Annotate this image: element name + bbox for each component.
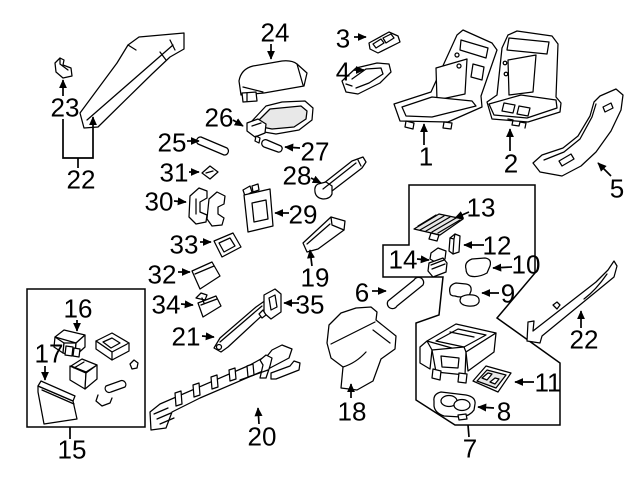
part-29-bracket[interactable]: [242, 183, 274, 233]
callout-label-5-4[interactable]: 5: [610, 173, 624, 203]
part-15-frame[interactable]: [95, 332, 130, 361]
part-13-mat[interactable]: [413, 213, 464, 242]
callout-label-9-8[interactable]: 9: [501, 278, 515, 308]
part-23-clip[interactable]: [54, 57, 73, 79]
callout-label-33-33[interactable]: 33: [170, 229, 199, 259]
callout-leader-20: [254, 407, 263, 425]
part-31-clip[interactable]: [201, 165, 219, 180]
part-15-deep-bin[interactable]: [69, 358, 98, 390]
part-34-bracket[interactable]: [195, 292, 222, 318]
callout-label-20-19[interactable]: 20: [248, 421, 277, 451]
part-11-mat[interactable]: [472, 365, 512, 393]
part-25-pin[interactable]: [196, 136, 229, 156]
part-2-console-frame[interactable]: [486, 30, 562, 129]
callout-label-23-23[interactable]: 23: [51, 92, 80, 122]
part-28-rail[interactable]: [314, 156, 367, 200]
callout-label-21-20[interactable]: 21: [172, 321, 201, 351]
part-26-armrest-tray[interactable]: [246, 100, 314, 144]
callout-label-16-15[interactable]: 16: [64, 293, 93, 323]
part-5-side-trim[interactable]: [532, 88, 624, 177]
callout-label-11-10[interactable]: 11: [535, 367, 562, 397]
callout-label-17-16[interactable]: 17: [35, 338, 64, 368]
callout-leader-7: [467, 424, 470, 438]
callout-label-30-30[interactable]: 30: [145, 186, 174, 216]
callout-label-14-13[interactable]: 14: [389, 244, 418, 274]
callout-label-27-27[interactable]: 27: [301, 136, 330, 166]
part-8-cupholder-insert[interactable]: [433, 391, 476, 421]
part-21-sill-strip[interactable]: [213, 299, 271, 353]
part-27-pin[interactable]: [261, 139, 283, 153]
part-3-vent[interactable]: [368, 31, 401, 54]
callout-label-26-26[interactable]: 26: [205, 102, 234, 132]
callout-label-4-3[interactable]: 4: [336, 56, 350, 86]
callout-label-18-17[interactable]: 18: [338, 396, 367, 426]
callout-leader-5: [597, 162, 612, 177]
callout-label-3-2[interactable]: 3: [336, 23, 350, 53]
callout-label-13-12[interactable]: 13: [467, 192, 496, 222]
callout-label-6-5[interactable]: 6: [355, 277, 369, 307]
callout-label-2-1[interactable]: 2: [504, 148, 518, 178]
callout-label-19-18[interactable]: 19: [301, 262, 330, 292]
part-22-left-sill-trim[interactable]: [79, 32, 185, 129]
part-10-pad[interactable]: [465, 257, 492, 278]
part-22-right-sill-trim[interactable]: [526, 260, 618, 344]
part-15-damper[interactable]: [104, 379, 127, 394]
callout-leader-10: [492, 263, 513, 272]
callout-label-8-7[interactable]: 8: [497, 396, 511, 426]
callout-leader-28: [310, 175, 322, 184]
callout-leader-19: [307, 249, 315, 267]
callout-leader-8: [477, 403, 495, 412]
callout-label-10-9[interactable]: 10: [512, 249, 541, 279]
callout-leader-26: [232, 118, 244, 127]
callout-leader-34: [180, 300, 194, 309]
part-33-vent-frame[interactable]: [213, 232, 242, 258]
callout-label-15-14[interactable]: 15: [58, 434, 87, 464]
callout-leader-14: [416, 255, 430, 264]
part-15-clip[interactable]: [129, 359, 139, 370]
callout-leader-13: [454, 211, 470, 219]
callout-label-31-31[interactable]: 31: [160, 157, 189, 187]
part-17-lid[interactable]: [37, 380, 78, 425]
part-18-console-cover[interactable]: [326, 306, 397, 391]
part-20-floor-bracket[interactable]: [149, 344, 301, 431]
callout-label-22-22[interactable]: 22: [570, 324, 599, 354]
callout-label-7-6[interactable]: 7: [463, 433, 477, 463]
part-32-panel[interactable]: [191, 261, 221, 290]
callout-label-35-35[interactable]: 35: [296, 289, 325, 319]
callout-label-29-29[interactable]: 29: [289, 199, 318, 229]
part-15-hook[interactable]: [95, 394, 113, 407]
callout-label-12-11[interactable]: 12: [483, 230, 512, 260]
group-box-7: [382, 184, 561, 426]
callout-leader-27: [284, 143, 301, 152]
part-16-bin[interactable]: [53, 329, 86, 358]
part-14-connector[interactable]: [427, 247, 448, 278]
callout-label-32-32[interactable]: 32: [148, 259, 177, 289]
part-35-bracket[interactable]: [258, 288, 282, 320]
callout-label-28-28[interactable]: 28: [283, 160, 312, 190]
part-9-mat[interactable]: [449, 282, 480, 307]
callout-label-1-0[interactable]: 1: [419, 141, 433, 171]
callout-label-25-25[interactable]: 25: [158, 127, 187, 157]
part-19-tray[interactable]: [302, 216, 346, 253]
callout-label-34-34[interactable]: 34: [152, 289, 181, 319]
callout-leader-30: [173, 197, 187, 206]
part-30-bracket[interactable]: [188, 187, 226, 227]
group-box-15: [26, 288, 146, 428]
part-1-console-frame[interactable]: [393, 29, 498, 130]
part-7-cupholder-housing[interactable]: [419, 323, 497, 384]
callout-label-22-21[interactable]: 22: [67, 164, 96, 194]
callout-leader-21: [201, 332, 215, 341]
part-12-block[interactable]: [448, 233, 461, 255]
callout-label-24-24[interactable]: 24: [261, 17, 290, 47]
part-24-armrest-lid[interactable]: [238, 60, 308, 103]
part-6-pad[interactable]: [386, 276, 425, 310]
